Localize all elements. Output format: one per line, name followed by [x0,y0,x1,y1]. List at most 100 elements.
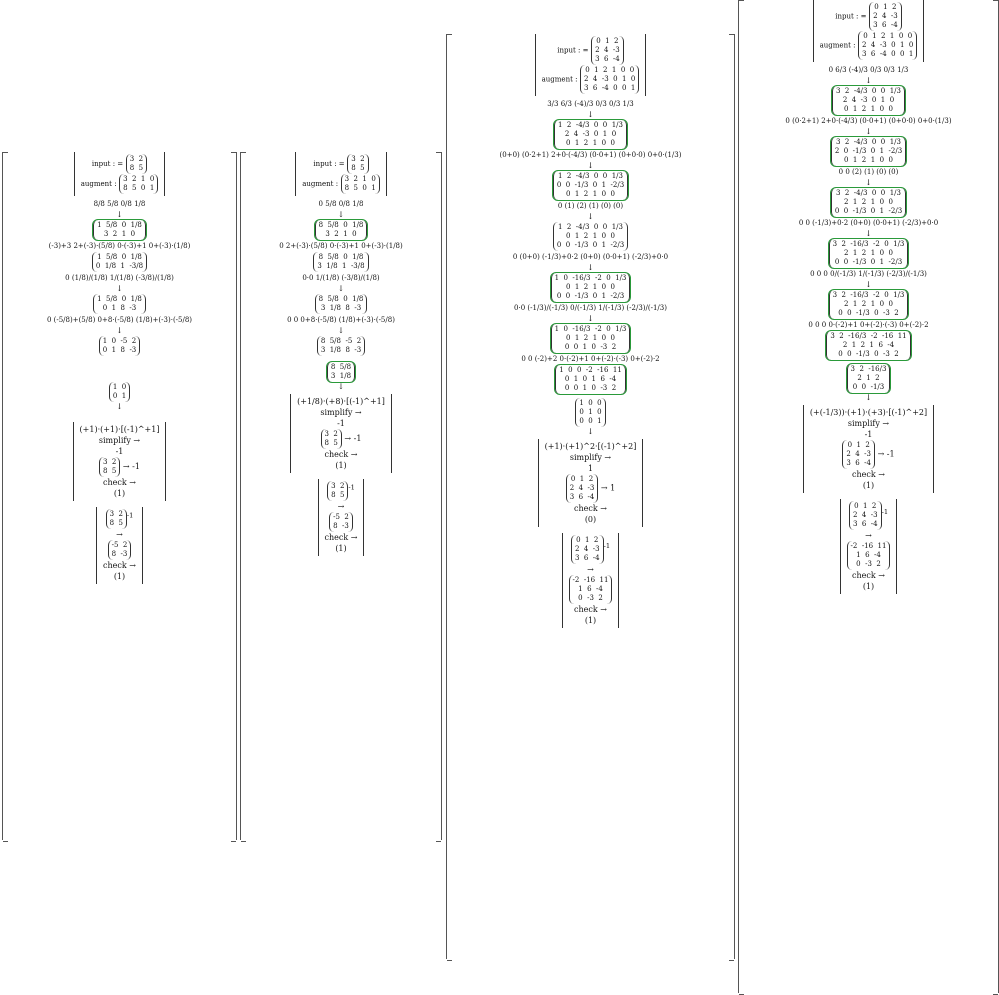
check-label: check → [103,478,136,487]
check-matrix: 3 2 8 5 [99,457,121,477]
inverse-exponent: -1 [348,483,355,492]
check-value: (1) [862,481,875,490]
step-matrix-2: 3 2 -4/3 0 0 1/3 2 0 -1/3 0 1 -2/3 0 1 2… [829,136,908,167]
inverse-check-value: (1) [335,544,347,553]
det-value: -1 [864,430,873,439]
down-arrow-icon: ↓ [116,284,123,293]
inverse-matrix: 3 2 8 5 [327,481,349,501]
input-region[interactable]: input : = 3 2 8 5 augment : 3 2 1 0 8 5 … [295,152,387,196]
row-op-3: 0 (1/8)/(1/8) 1/(1/8) (-3/8)/(1/8) [65,274,174,282]
determinant-region[interactable]: (+1)·(+1)^2·[(-1)^+2] simplify → 1 0 1 2… [537,439,644,527]
step-matrix-1: 1 2 -4/3 0 0 1/3 2 4 -3 0 1 0 0 1 2 1 0 … [553,119,628,150]
check-label: check → [852,470,885,479]
row-op-4: 0 (-5/8)+(5/8) 0+8·(-5/8) (1/8)+(-3)·(-5… [46,316,193,324]
down-arrow-icon: ↓ [865,393,872,402]
simplify-label: simplify → [847,419,890,428]
inverse-result: -2 -16 11 1 6 -4 0 -3 2 [846,541,891,570]
inverse-region[interactable]: 3 2 8 5-1 → -5 2 8 -3 check → (1) [96,507,143,584]
row-op-3: 0 0 (2) (1) (0) (0) [838,168,899,176]
input-region[interactable]: input : = 0 1 2 2 4 -3 3 6 -4 augment : … [534,34,647,96]
inverse-check-label: check → [103,561,136,570]
inverse-check-label: check → [324,533,358,542]
step-matrix-6: 1 0 0 -2 -16 11 0 1 0 1 6 -4 0 0 1 0 -3 … [554,364,627,395]
inverse-matrix: 0 1 2 2 4 -3 3 6 -4 [570,535,604,564]
check-matrix: 3 2 8 5 [320,429,342,449]
step-matrix-4: 1 0 -5 2 0 1 8 -3 [98,336,141,356]
step-matrix-1: 8 5/8 0 1/8 3 2 1 0 [313,219,369,241]
row-op-2: (0+0) (0·2+1) 2+0·(-4/3) (0·0+1) (0+0·0)… [499,151,682,159]
input-label: input : = [91,160,124,168]
down-arrow-icon: ↓ [116,402,123,411]
check-arrow: → 1 [600,483,616,493]
inverse-check-label: check → [852,571,885,580]
check-arrow: → -1 [877,449,895,459]
down-arrow-icon: ↓ [865,280,872,289]
row-op-1: 0 5/8 0/8 1/8 [318,200,364,208]
augment-label: augment : [819,41,856,50]
augment-label: augment : [80,180,117,188]
down-arrow-icon: ↓ [587,161,594,170]
step-matrix-6: 3 2 -16/3 -2 -16 11 2 1 2 1 6 -4 0 0 -1/… [825,330,912,361]
down-arrow-icon: ↓ [587,427,594,436]
down-arrow-icon: ↓ [337,326,345,335]
row-op-2: 0 2+(-3)·(5/8) 0·(-3)+1 0+(-3)·(1/8) [279,242,403,250]
step-matrix-4: 8 5/8 -5 2 3 1/8 8 -3 [316,336,366,356]
inverse-region[interactable]: 0 1 2 2 4 -3 3 6 -4-1 → -2 -16 11 1 6 -4… [561,533,620,628]
row-op-5: 0 0 0 0/(-1/3) 1/(-1/3) (-2/3)/(-1/3) [810,270,927,278]
input-matrix: 0 1 2 2 4 -3 3 6 -4 [869,2,902,31]
simplify-label: simplify → [98,436,141,445]
inverse-check-value: (1) [113,572,126,581]
det-expression: (+(-1/3))·(+1)·(+3)·[(-1)^+2] [809,408,928,417]
step-matrix-3: 1 5/8 0 1/8 0 1 8 -3 [93,294,146,314]
down-arrow-icon: ↓ [865,127,872,136]
inverse-region[interactable]: 0 1 2 2 4 -3 3 6 -4-1 → -2 -16 11 1 6 -4… [839,499,898,594]
identity-matrix: 1 0 0 1 [108,382,131,402]
check-value: (1) [335,461,347,470]
simplify-label: simplify → [569,453,612,462]
down-arrow-icon: ↓ [116,326,123,335]
inverse-result: -5 2 8 -3 [329,512,353,532]
inverse-check-value: (1) [862,582,875,591]
down-arrow-icon: ↓ [337,284,345,293]
worksheet-panel-3: input : = 0 1 2 2 4 -3 3 6 -4 augment : … [446,34,735,961]
determinant-region[interactable]: (+(-1/3))·(+1)·(+3)·[(-1)^+2] simplify →… [802,405,935,493]
det-expression: (+1)·(+1)·[(-1)^+1] [79,425,160,434]
worksheet-panel-2: input : = 3 2 8 5 augment : 3 2 1 0 8 5 … [240,152,442,842]
inverse-result: -5 2 8 -3 [107,540,132,560]
step-matrix-2: 1 2 -4/3 0 0 1/3 0 0 -1/3 0 1 -2/3 0 1 2… [551,170,630,201]
inverse-check-value: (1) [584,616,597,625]
inverse-region[interactable]: 3 2 8 5-1 → -5 2 8 -3 check → (1) [317,479,365,556]
input-matrix: 3 2 8 5 [125,154,148,174]
worksheet-panel-4: input : = 0 1 2 2 4 -3 3 6 -4 augment : … [738,0,999,995]
det-value: -1 [115,447,124,456]
row-op-6: 0 0 (-2)+2 0·(-2)+1 0+(-2)·(-3) 0+(-2)·2 [521,355,660,363]
step-matrix-1: 1 5/8 0 1/8 3 2 1 0 [92,219,147,241]
row-op-4: 0 (0+0) (-1/3)+0·2 (0+0) (0·0+1) (-2/3)+… [512,253,669,261]
determinant-region[interactable]: (+1)·(+1)·[(-1)^+1] simplify → -1 3 2 8 … [72,422,167,501]
panel-4-column: input : = 0 1 2 2 4 -3 3 6 -4 augment : … [745,0,992,993]
check-arrow: → -1 [344,434,362,443]
input-region[interactable]: input : = 0 1 2 2 4 -3 3 6 -4 augment : … [812,0,925,62]
step-matrix-7: 3 2 -16/3 2 1 2 0 0 -1/3 [845,363,892,394]
check-arrow: → -1 [122,462,140,471]
step-matrix-1: 3 2 -4/3 0 0 1/3 2 4 -3 0 1 0 0 1 2 1 0 … [831,85,906,116]
row-op-3: 0 (1) (2) (1) (0) (0) [557,202,624,210]
check-matrix: 0 1 2 2 4 -3 3 6 -4 [842,440,876,469]
input-region[interactable]: input : = 3 2 8 5 augment : 3 2 1 0 8 5 … [73,152,166,196]
down-arrow-icon: ↓ [865,229,872,238]
panel-1-column: input : = 3 2 8 5 augment : 3 2 1 0 8 5 … [9,152,230,840]
inverse-exponent: -1 [603,541,611,550]
step-matrix-5: 1 0 -16/3 -2 0 1/3 0 1 2 1 0 0 0 0 1 0 -… [549,323,632,354]
row-op-6: 0 0 0 0·(-2)+1 0+(-2)·(-3) 0+(-2)·2 [808,321,929,329]
step-matrix-4: 3 2 -16/3 -2 0 1/3 2 1 2 1 0 0 0 0 -1/3 … [827,238,910,269]
panel-3-column: input : = 0 1 2 2 4 -3 3 6 -4 augment : … [453,34,728,959]
check-label: check → [574,504,607,513]
augment-label: augment : [302,180,339,188]
identity-matrix: 1 0 0 0 1 0 0 0 1 [575,398,606,427]
determinant-region[interactable]: (+1/8)·(+8)·[(-1)^+1] simplify → -1 3 2 … [290,394,392,473]
inverse-check-label: check → [574,605,607,614]
step-matrix-2: 1 5/8 0 1/8 0 1/8 1 -3/8 [91,252,148,272]
down-arrow-icon: ↓ [865,178,872,187]
row-op-2: 0 (0·2+1) 2+0·(-4/3) (0·0+1) (0+0·0) 0+0… [785,117,952,125]
augment-matrix: 0 1 2 1 0 0 2 4 -3 0 1 0 3 6 -4 0 0 1 [858,31,918,60]
